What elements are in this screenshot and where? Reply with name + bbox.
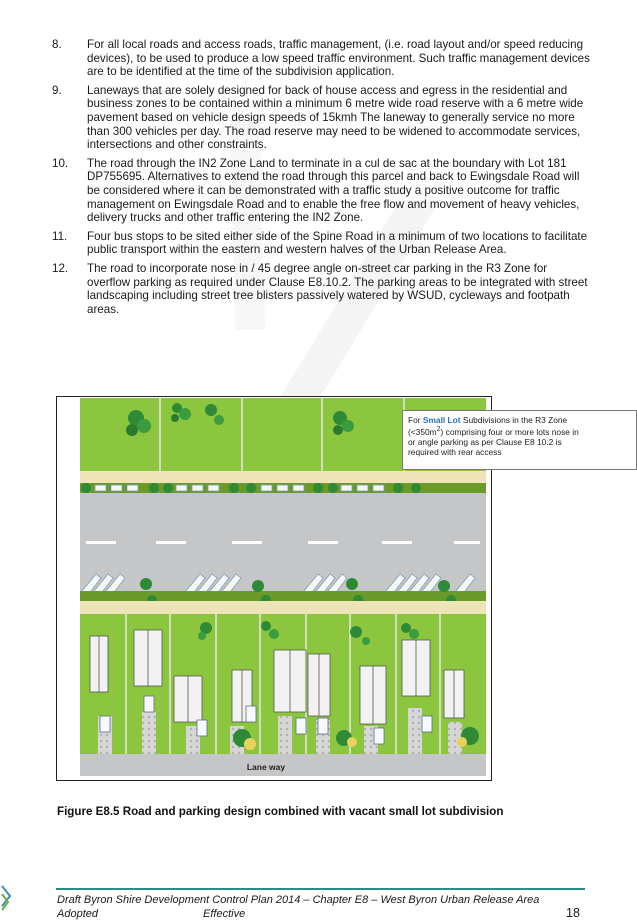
lower-verge	[80, 591, 486, 601]
clause-item: 9. Laneways that are solely designed for…	[52, 84, 592, 152]
footer-rule	[56, 888, 585, 890]
upper-parking-bays	[94, 484, 385, 492]
road-centreline	[86, 541, 480, 544]
upper-footpath	[80, 471, 486, 483]
callout-line4: required with rear access	[408, 447, 502, 458]
clause-number: 11.	[52, 229, 68, 243]
clause-item: 8. For all local roads and access roads,…	[52, 38, 592, 79]
clause-item: 12. The road to incorporate nose in / 45…	[52, 262, 592, 316]
parked-cars	[99, 695, 433, 745]
footer-adopted: Adopted	[57, 908, 98, 920]
lower-footpath	[80, 601, 486, 614]
clause-text: Laneways that are solely designed for ba…	[87, 83, 584, 152]
callout-highlight: Small Lot	[422, 415, 461, 425]
callout-superscript: 2	[436, 426, 441, 434]
upper-street-trees	[81, 483, 421, 493]
clause-item: 10. The road through the IN2 Zone Land t…	[52, 157, 592, 225]
council-logo-icon	[1, 885, 12, 911]
clause-number: 12.	[52, 261, 69, 275]
lot-trees	[198, 621, 479, 750]
footer-document-title: Draft Byron Shire Development Control Pl…	[57, 894, 540, 906]
lane-way	[80, 754, 486, 776]
clause-list: 8. For all local roads and access roads,…	[52, 38, 592, 321]
figure-caption: Figure E8.5 Road and parking design comb…	[57, 805, 504, 818]
clause-number: 10.	[52, 156, 69, 170]
callout-line2a: (<350m	[408, 427, 437, 437]
clause-text: For all local roads and access roads, tr…	[87, 38, 590, 79]
callout-line1-rest: Subdivisions in the R3 Zone	[460, 415, 568, 425]
road	[80, 493, 486, 591]
clause-number: 9.	[52, 83, 62, 97]
parking-design-figure: Lane way	[56, 396, 492, 781]
footer-effective: Effective	[203, 908, 246, 920]
callout-line2b: ) comprising four or more lots nose in	[440, 427, 579, 437]
clause-text: Four bus stops to be sited either side o…	[87, 229, 588, 257]
callout-prefix: For	[408, 415, 423, 425]
clause-text: The road to incorporate nose in / 45 deg…	[87, 261, 588, 316]
houses	[89, 629, 465, 725]
clause-text: The road through the IN2 Zone Land to te…	[87, 156, 580, 225]
page-number: 18	[566, 906, 580, 920]
clause-number: 8.	[52, 38, 62, 51]
callout-line3: or angle parking as per Clause E8 10.2 i…	[408, 437, 562, 448]
small-lot-callout: For Small Lot Subdivisions in the R3 Zon…	[402, 410, 637, 470]
clause-item: 11. Four bus stops to be sited either si…	[52, 230, 592, 257]
lane-way-label: Lane way	[247, 762, 286, 772]
